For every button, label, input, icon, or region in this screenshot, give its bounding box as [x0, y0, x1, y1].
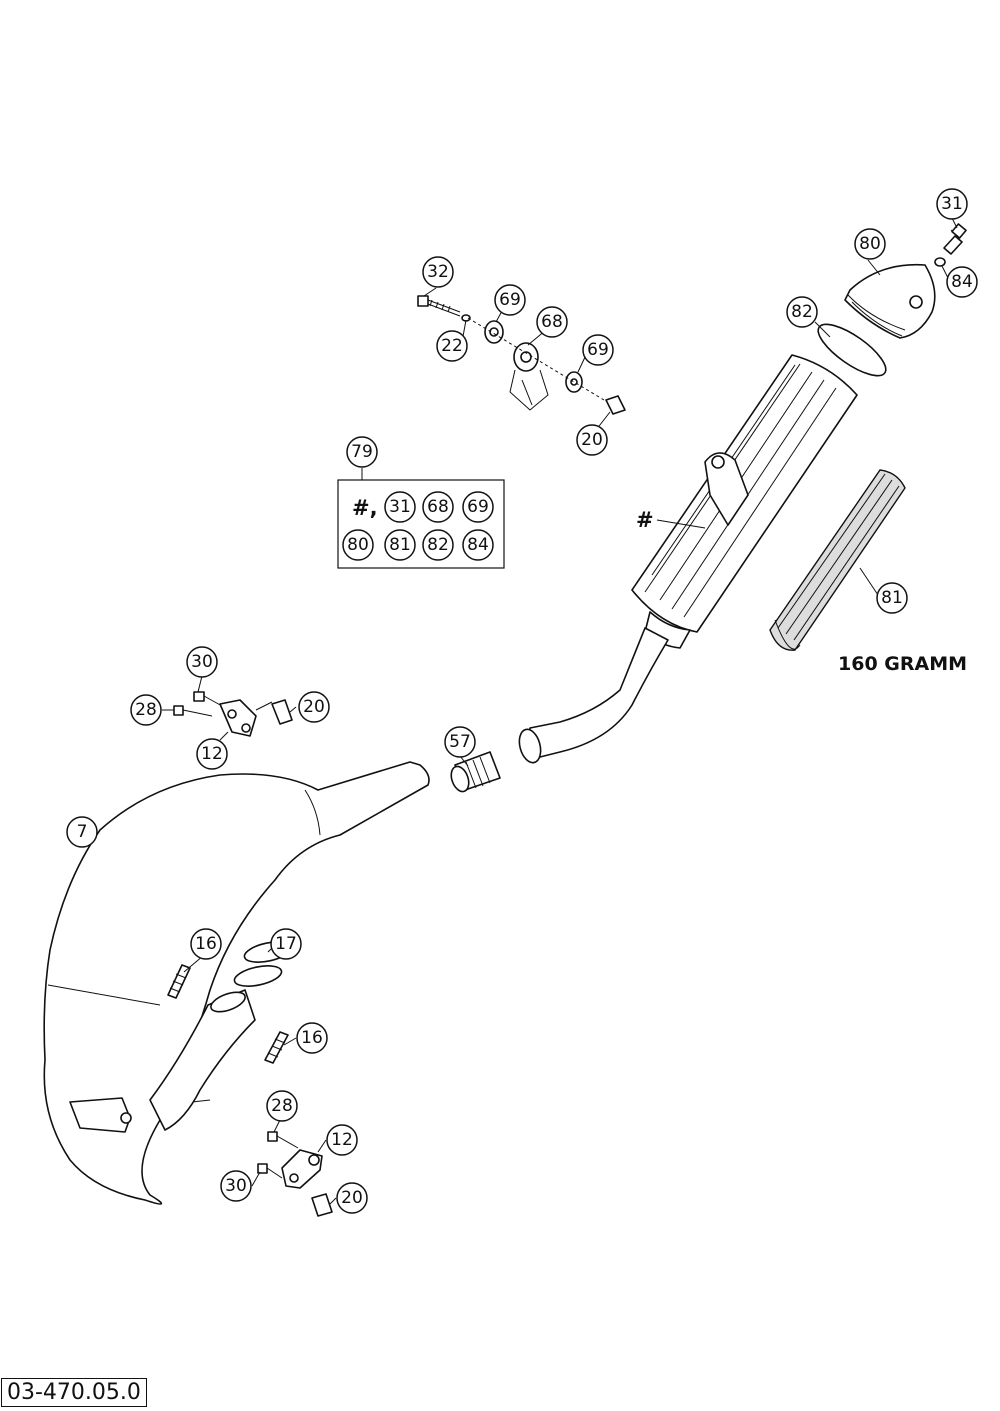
- callout-7: 7: [66, 816, 98, 848]
- spring-16-upper: [167, 964, 191, 999]
- callout-30-upper: 30: [186, 646, 218, 678]
- callout-81: 81: [876, 582, 908, 614]
- nut-84: [934, 257, 946, 267]
- svg-text:22: 22: [441, 336, 463, 356]
- silencer-bracket-group: [417, 295, 626, 415]
- svg-text:80: 80: [859, 234, 881, 254]
- callout-80: 80: [854, 228, 886, 260]
- svg-text:68: 68: [541, 312, 563, 332]
- svg-text:80: 80: [347, 535, 369, 555]
- hash-annotation: #: [636, 508, 654, 532]
- screw-31: [943, 223, 967, 255]
- kit-item-81: 81: [384, 529, 416, 561]
- callout-20-mid: 20: [298, 691, 330, 723]
- svg-text:20: 20: [303, 697, 325, 717]
- svg-text:28: 28: [271, 1096, 293, 1116]
- svg-text:16: 16: [301, 1028, 323, 1048]
- svg-text:16: 16: [195, 934, 217, 954]
- callout-30-lower: 30: [220, 1170, 252, 1202]
- svg-text:20: 20: [341, 1188, 363, 1208]
- rubber-bushing-57: [450, 751, 501, 793]
- svg-text:69: 69: [499, 290, 521, 310]
- gasket-ring-82: [817, 323, 887, 377]
- silencer-packing: [769, 469, 906, 651]
- svg-text:84: 84: [467, 535, 489, 555]
- svg-text:79: 79: [351, 442, 373, 462]
- callout-22: 22: [436, 330, 468, 362]
- svg-text:17: 17: [275, 934, 297, 954]
- weight-note: 160 GRAMM: [838, 653, 967, 675]
- svg-text:7: 7: [77, 822, 88, 842]
- callout-79: 79: [346, 436, 378, 468]
- svg-text:31: 31: [941, 194, 963, 214]
- kit-item-68: 68: [422, 491, 454, 523]
- end-cap: [844, 263, 936, 339]
- svg-text:12: 12: [201, 744, 223, 764]
- gasket-17-lower: [233, 965, 283, 987]
- svg-text:82: 82: [791, 302, 813, 322]
- callout-32: 32: [422, 256, 454, 288]
- callout-12-lower: 12: [326, 1124, 358, 1156]
- lower-mount-group: [257, 1131, 333, 1217]
- kit-item-69: 69: [462, 491, 494, 523]
- spring-16-lower: [264, 1031, 289, 1064]
- svg-text:81: 81: [389, 535, 411, 555]
- svg-text:69: 69: [467, 497, 489, 517]
- svg-text:12: 12: [331, 1130, 353, 1150]
- svg-text:31: 31: [389, 497, 411, 517]
- callout-20-upper: 20: [576, 424, 608, 456]
- callout-57: 57: [444, 726, 476, 758]
- link-pipe: [518, 627, 669, 764]
- callout-16-upper: 16: [190, 928, 222, 960]
- callout-20-lower: 20: [336, 1182, 368, 1214]
- svg-text:28: 28: [135, 700, 157, 720]
- callout-28-upper: 28: [130, 694, 162, 726]
- callout-82: 82: [786, 296, 818, 328]
- svg-text:82: 82: [427, 535, 449, 555]
- callout-17: 17: [270, 928, 302, 960]
- upper-mount-group: [173, 691, 293, 737]
- svg-text:57: 57: [449, 732, 471, 752]
- callout-31: 31: [936, 188, 968, 220]
- svg-text:30: 30: [191, 652, 213, 672]
- drawing-code-label: 03-470.05.0: [1, 1378, 147, 1407]
- callout-12-upper: 12: [196, 738, 228, 770]
- kit-hash-comma: #,: [352, 496, 378, 520]
- svg-text:20: 20: [581, 430, 603, 450]
- svg-text:84: 84: [951, 272, 973, 292]
- svg-text:30: 30: [225, 1176, 247, 1196]
- svg-text:32: 32: [427, 262, 449, 282]
- callout-68: 68: [536, 306, 568, 338]
- kit-item-82: 82: [422, 529, 454, 561]
- svg-text:68: 68: [427, 497, 449, 517]
- expansion-chamber: [43, 761, 430, 1205]
- kit-item-80: 80: [342, 529, 374, 561]
- callout-69-upper: 69: [494, 284, 526, 316]
- callout-28-lower: 28: [266, 1090, 298, 1122]
- callout-84: 84: [946, 266, 978, 298]
- callout-69-lower: 69: [582, 334, 614, 366]
- callout-16-lower: 16: [296, 1022, 328, 1054]
- kit-item-84: 84: [462, 529, 494, 561]
- kit-79-box: [337, 468, 505, 569]
- kit-item-31: 31: [384, 491, 416, 523]
- svg-text:69: 69: [587, 340, 609, 360]
- svg-text:81: 81: [881, 588, 903, 608]
